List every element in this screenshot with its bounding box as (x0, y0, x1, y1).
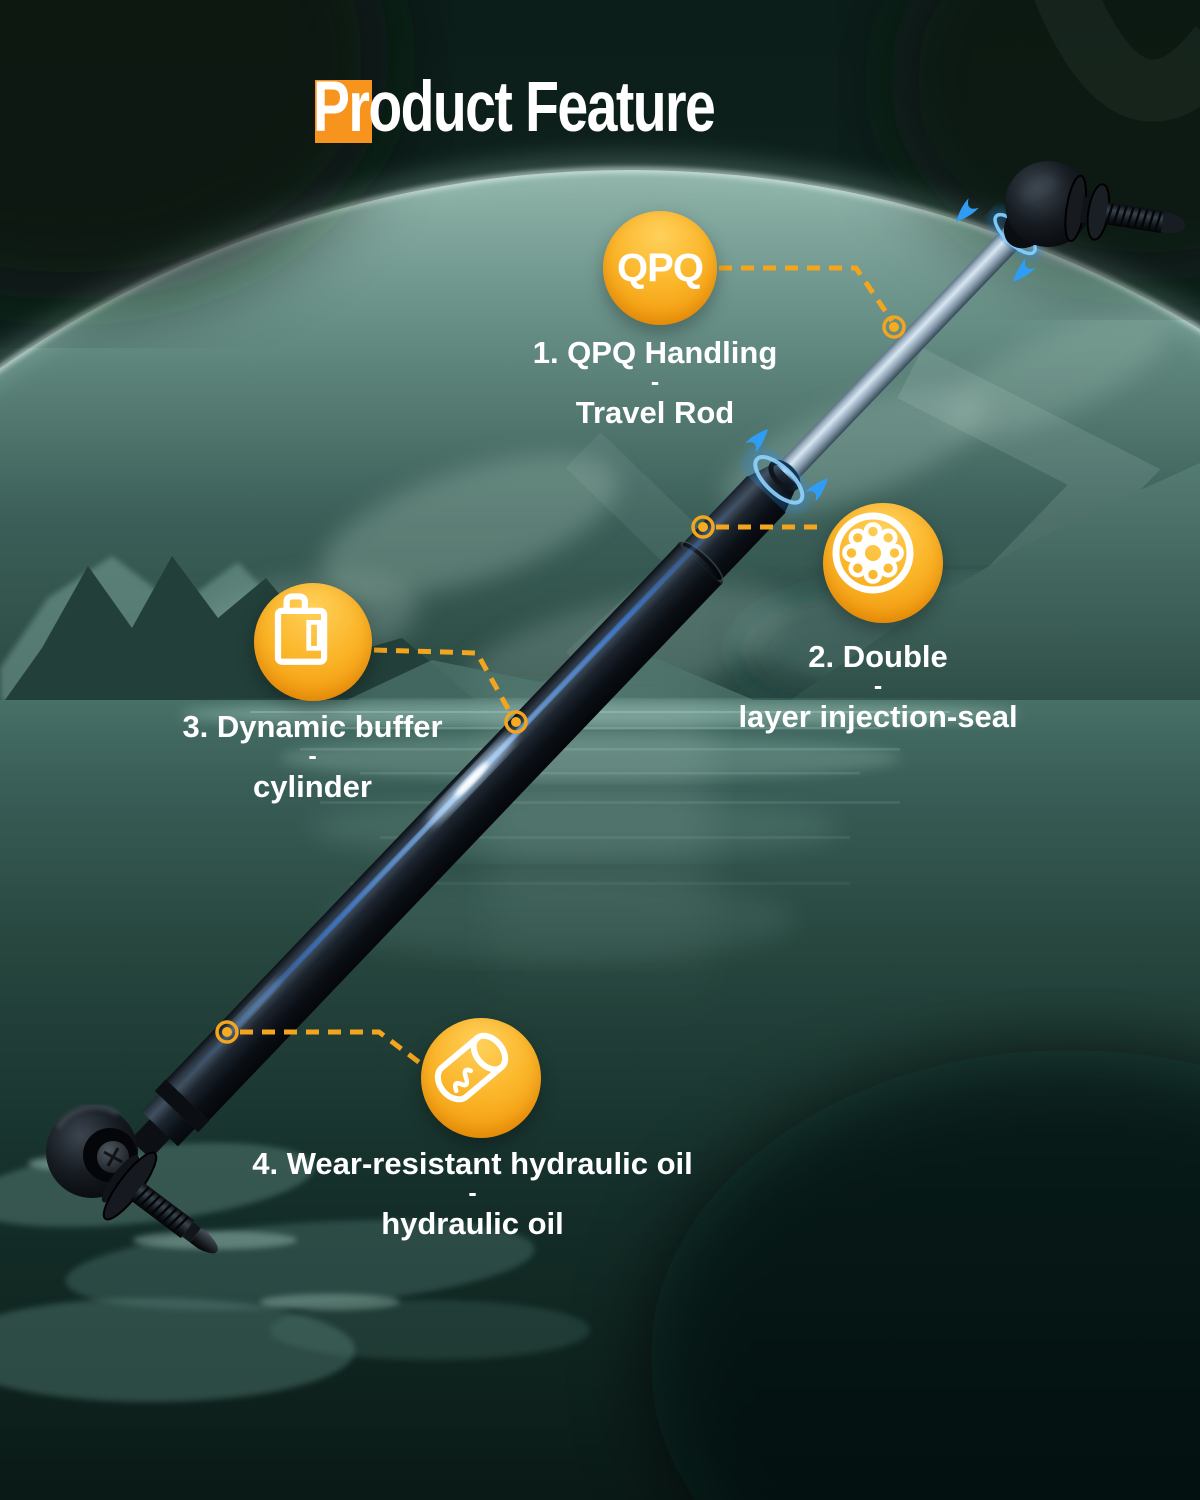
badge-oil-canister (254, 583, 372, 701)
cylinder-body (166, 543, 722, 1121)
ball-stud-fitting-bottom (46, 1104, 218, 1254)
badge-oil-cylinder (421, 1018, 541, 1138)
title-accent-square (315, 80, 372, 143)
strut-shaft (130, 208, 1042, 1159)
callout-3-separator: - (308, 742, 317, 770)
callout-2-separator: - (873, 672, 883, 700)
callout-1-line2: Travel Rod (575, 395, 735, 430)
leader-line-4 (240, 1029, 426, 1068)
callout-2-line1: 2. Double (808, 639, 948, 674)
arrow-up-right-icon (745, 429, 768, 453)
callout-1-line1: 1. QPQ Handling (532, 335, 778, 370)
callout-1-separator: - (650, 368, 660, 396)
threaded-stud-bottom (130, 1182, 195, 1239)
page-title-block: Product Feature (313, 72, 827, 143)
callout-text-4: 4. Wear-resistant hydraulic oil - hydrau… (170, 1147, 775, 1242)
callout-4-line2: hydraulic oil (381, 1206, 564, 1241)
ball-stud-fitting-top (1003, 161, 1186, 249)
piston-rod (765, 210, 1038, 495)
marker-dot-1 (882, 315, 906, 339)
callout-3-line1: 3. Dynamic buffer (182, 709, 443, 744)
arrow-up-right-icon (805, 478, 828, 502)
leader-markers (215, 315, 906, 1044)
badge-qpq: QPQ (603, 211, 717, 325)
callout-2-line2: layer injection-seal (738, 699, 1018, 734)
marker-dot-4 (215, 1020, 239, 1044)
oil-canister-icon (274, 593, 328, 665)
callout-text-2: 2. Double - layer injection-seal (683, 640, 1073, 735)
blue-glow-ring-mouth (744, 447, 811, 513)
arrow-down-left-icon (956, 198, 979, 222)
seal-icon (832, 512, 914, 594)
callout-3-line2: cylinder (253, 769, 372, 804)
marker-dot-3 (504, 710, 528, 734)
callout-text-3: 3. Dynamic buffer - cylinder (110, 710, 515, 805)
arrow-down-left-icon (1013, 258, 1036, 282)
leader-line-3 (373, 647, 515, 718)
cylinder-end-collar (130, 1079, 210, 1159)
callout-text-1: 1. QPQ Handling - Travel Rod (455, 336, 855, 431)
page-title: Product Feature (313, 68, 716, 147)
callout-4-separator: - (468, 1179, 477, 1207)
callout-4-line1: 4. Wear-resistant hydraulic oil (252, 1146, 693, 1181)
badge-seal (823, 503, 943, 623)
leader-line-1 (719, 265, 895, 323)
badge-qpq-label: QPQ (617, 245, 704, 290)
oil-cylinder-icon (434, 1032, 509, 1103)
marker-dot-2 (691, 515, 715, 539)
travel-direction-arrows (745, 198, 1036, 502)
